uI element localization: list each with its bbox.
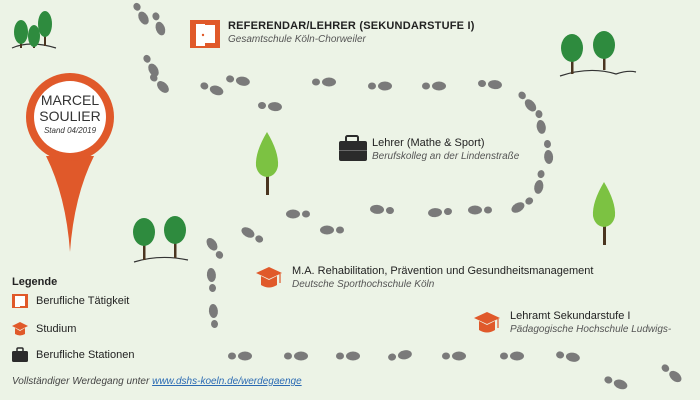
footprint <box>428 207 452 218</box>
name-last: SOULIER <box>39 108 101 124</box>
station-referendar: REFERENDAR/LEHRER (SEKUNDARSTUFE I) Gesa… <box>228 20 475 45</box>
footer-link[interactable]: www.dshs-koeln.de/werdegaenge <box>152 376 302 387</box>
legend-label: Studium <box>36 323 77 335</box>
footprint <box>511 197 534 213</box>
footprint <box>336 351 360 361</box>
tree-group-top-left <box>11 11 57 49</box>
legend-title: Legende <box>12 276 58 288</box>
footprint <box>422 81 446 91</box>
footprint <box>370 204 394 215</box>
name-first: MARCEL <box>40 92 100 108</box>
footer-note: Vollständiger Werdegang unter www.dshs-k… <box>12 376 302 387</box>
footprint <box>208 304 219 328</box>
station-subtitle: Pädagogische Hochschule Ludwigs- <box>510 324 672 335</box>
footprint <box>152 12 166 36</box>
station-lehrer: Lehrer (Mathe & Sport) Berufskolleg an d… <box>372 137 519 162</box>
door-icon <box>190 20 220 48</box>
legend-item-studium: Studium <box>36 323 76 335</box>
footprint <box>286 209 310 219</box>
footprint <box>149 73 169 93</box>
station-subtitle: Berufskolleg an der Lindenstraße <box>372 151 520 162</box>
footprint <box>661 364 682 383</box>
footprint <box>543 140 554 164</box>
footprint <box>226 75 250 86</box>
footprint <box>228 351 252 361</box>
footprint <box>143 54 159 77</box>
footprint <box>388 350 412 361</box>
footprint <box>133 2 149 25</box>
footer-text: Vollständiger Werdegang unter <box>12 376 153 387</box>
legend-item-stationen: Berufliche Stationen <box>36 349 134 361</box>
footprint <box>442 351 466 361</box>
footprint <box>241 227 264 243</box>
footprint <box>368 81 392 91</box>
legend-door-icon <box>12 294 28 308</box>
footprint <box>258 101 282 112</box>
profile-pin <box>26 73 114 252</box>
briefcase-icon <box>339 135 367 161</box>
profile-name: MARCEL SOULIER Stand 04/2019 <box>34 92 106 135</box>
graduation-cap-icon <box>256 267 282 288</box>
footprint <box>284 351 308 361</box>
tree-group-bottom-left <box>133 216 189 263</box>
footprint <box>312 77 336 87</box>
station-subtitle: Deutsche Sporthochschule Köln <box>292 279 435 290</box>
footprint <box>535 110 546 134</box>
station-title: Lehramt Sekundarstufe I <box>510 310 631 322</box>
station-lehramt: Lehramt Sekundarstufe I Pädagogische Hoc… <box>510 310 671 335</box>
legend-item-beruflich: Berufliche Tätigkeit <box>36 295 129 307</box>
footprint <box>604 376 628 390</box>
footprint <box>518 91 537 112</box>
station-title: M.A. Rehabilitation, Prävention und Gesu… <box>292 265 594 277</box>
footprint <box>200 82 224 96</box>
station-subtitle: Gesamtschule Köln-Chorweiler <box>228 34 366 45</box>
footprint <box>500 351 524 361</box>
footprint <box>206 237 224 259</box>
stand-date: Stand 04/2019 <box>43 126 97 135</box>
legend-briefcase-icon <box>12 347 28 362</box>
footprint <box>468 205 492 215</box>
legend-graduation-cap-icon <box>12 322 28 336</box>
footprint <box>206 268 217 292</box>
footprint-trail <box>133 2 682 390</box>
station-title: REFERENDAR/LEHRER (SEKUNDARSTUFE I) <box>228 20 475 32</box>
legend-label: Berufliche Stationen <box>36 349 135 361</box>
tree-group-top-right <box>559 31 637 77</box>
station-ma: M.A. Rehabilitation, Prävention und Gesu… <box>292 265 593 290</box>
legend-label: Berufliche Tätigkeit <box>36 295 130 307</box>
footprint <box>556 351 580 362</box>
tree-right <box>592 182 616 245</box>
footprint <box>320 225 344 235</box>
footprint <box>478 79 502 90</box>
footprint <box>534 170 545 194</box>
station-title: Lehrer (Mathe & Sport) <box>372 137 485 149</box>
graduation-cap-icon <box>474 312 500 333</box>
tree-middle <box>255 132 279 195</box>
